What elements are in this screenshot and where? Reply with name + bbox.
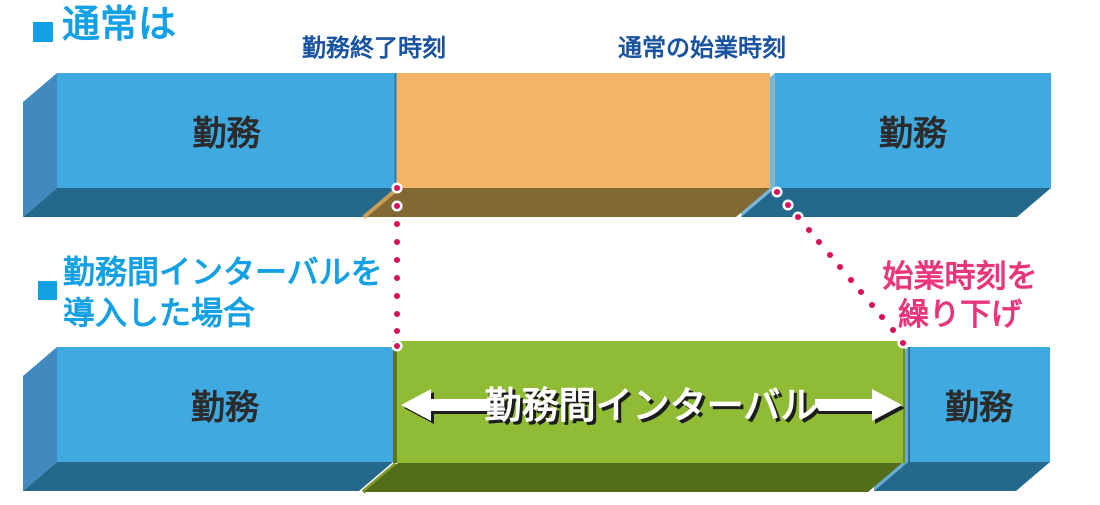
left-arrow-icon	[401, 389, 495, 424]
bottom-bar-right-work-bottom-face	[874, 462, 1050, 491]
label-normal-start-time: 通常の始業時刻	[618, 35, 786, 62]
bottom-bar-left-work-bottom-face	[23, 462, 393, 491]
note-postpone-line1: 始業時刻を	[882, 259, 1038, 294]
top-bar-left-work-bottom-face	[23, 188, 396, 217]
label-work-end-time: 勤務終了時刻	[302, 35, 446, 62]
bullet-square-icon	[33, 22, 53, 42]
note-postpone-start: 始業時刻を 繰り下げ	[865, 258, 1055, 334]
bottom-bar-right-work-label: 勤務	[945, 389, 1013, 427]
top-bar-left-work-label: 勤務	[192, 115, 261, 153]
bottom-bar-left-work-face	[57, 347, 393, 462]
right-arrow-icon	[815, 389, 905, 424]
bottom-bar-interval-bottom-face	[364, 463, 902, 492]
top-bar-gap-bottom-face	[362, 188, 770, 217]
top-bar-left-work-face	[57, 73, 396, 188]
heading-normal-case: 通常は	[62, 4, 177, 46]
top-bar-gap-face	[396, 73, 770, 188]
top-bar-left-work-side-face	[23, 73, 57, 217]
bottom-bar	[23, 341, 1050, 494]
top-bar-gap-side-sliver	[362, 187, 399, 219]
heading-interval-case-line1: 勤務間インターバルを	[63, 254, 383, 290]
dotted-line-vertical	[391, 182, 403, 352]
dotted-line-diagonal	[771, 186, 909, 349]
bottom-bar-interval-left-edge	[393, 341, 398, 463]
note-postpone-line2: 繰り下げ	[898, 297, 1022, 332]
bottom-bar-left-work-side-face	[23, 347, 57, 491]
bottom-bar-right-work-face	[908, 347, 1050, 462]
top-bar-right-work-bottom-face	[741, 188, 1051, 217]
top-bar-right-work-label: 勤務	[879, 115, 947, 153]
interval-label: 勤務間インターバル	[484, 385, 818, 426]
top-bar-right-work-face	[775, 73, 1051, 188]
bullet-square-icon	[38, 281, 57, 300]
top-bar	[23, 73, 1051, 219]
heading-interval-case-line2: 導入した場合	[63, 295, 256, 331]
bottom-bar-interval-side-sliver	[361, 462, 398, 494]
bottom-bar-left-work-label: 勤務	[191, 389, 259, 427]
heading-interval-case: 勤務間インターバルを 導入した場合	[63, 252, 383, 334]
